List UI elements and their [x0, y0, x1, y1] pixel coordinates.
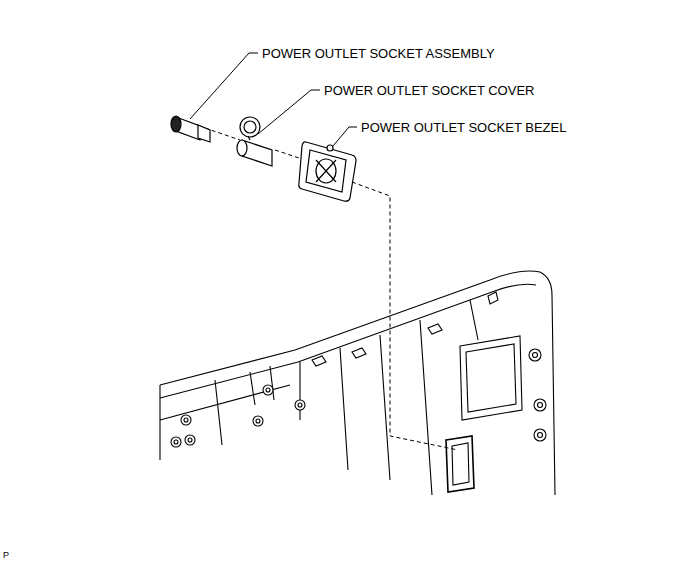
- leader-line: [333, 127, 357, 146]
- part-name: POWER OUTLET SOCKET BEZEL: [360, 121, 567, 134]
- assembly-axis: [352, 182, 458, 450]
- leader-line: [258, 90, 320, 134]
- part-name: POWER OUTLET SOCKET COVER: [323, 84, 535, 97]
- figure-code: P: [2, 551, 10, 560]
- socket-bezel: [299, 142, 356, 201]
- trim-panel: [160, 271, 555, 495]
- part-name: POWER OUTLET SOCKET ASSEMBLY: [261, 47, 496, 60]
- socket-assembly: [171, 116, 210, 142]
- leader-line: [190, 53, 258, 119]
- socket-cover: [237, 117, 272, 166]
